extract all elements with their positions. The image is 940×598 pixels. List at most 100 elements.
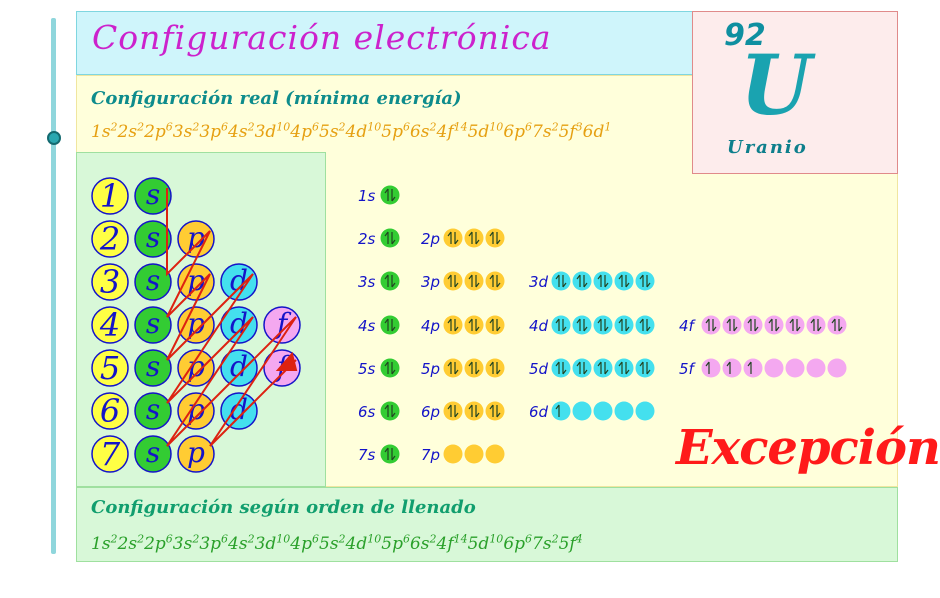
orbital-circle (485, 315, 505, 335)
orbital-circle (464, 271, 484, 291)
orbital-circle (572, 401, 592, 421)
level-number: 3 (100, 263, 120, 301)
orbital-circle (593, 315, 613, 335)
subshell-letter: p (187, 221, 205, 254)
orbital-label: 6s (358, 403, 376, 421)
config-term: 5s2 (319, 120, 346, 142)
electron-up (468, 361, 473, 374)
electron-down (496, 405, 501, 418)
orbital-label: 2p (421, 230, 440, 248)
level-circle (91, 349, 129, 387)
orbital-circle (593, 401, 613, 421)
electron-down (625, 275, 630, 288)
config-term: 4p6 (290, 120, 319, 142)
orbital-circle (764, 358, 784, 378)
arrow-head (275, 351, 298, 371)
electron-up (384, 361, 389, 374)
config-term: 7s2 (532, 532, 559, 554)
orbital-circle (593, 358, 613, 378)
electron-down (496, 319, 501, 332)
subshell-circle (177, 435, 215, 473)
subshell-letter: p (187, 264, 205, 297)
config-term: 1s2 (91, 532, 118, 554)
electron-down (475, 362, 480, 375)
electron-down (391, 275, 396, 288)
orbital-label: 4f (679, 317, 697, 335)
config-term: 2s2 (117, 120, 145, 142)
subshell-circle (134, 349, 172, 387)
electron-down (391, 448, 396, 461)
electron-up (384, 447, 389, 460)
orbital-label: 4s (358, 317, 376, 335)
electron-down (391, 405, 396, 418)
orbital-circle (443, 444, 463, 464)
page-title: Configuración electrónica (92, 18, 552, 57)
orbital-circle (701, 358, 721, 378)
electron-down (625, 319, 630, 332)
orbital-circle (380, 271, 400, 291)
electron-up (639, 318, 644, 331)
electron-up (468, 404, 473, 417)
orbital-circle (806, 358, 826, 378)
electron-up (384, 404, 389, 417)
electron-down (475, 319, 480, 332)
electron-up (705, 361, 710, 374)
electron-down (796, 319, 801, 332)
config-term: 5p6 (381, 532, 410, 554)
subshell-circle (220, 349, 258, 387)
electron-up (468, 318, 473, 331)
electron-up (555, 404, 560, 417)
electron-down (496, 362, 501, 375)
orbital-circle (551, 315, 571, 335)
electron-up (576, 361, 581, 374)
orbital-circle (701, 315, 721, 335)
electron-down (496, 232, 501, 245)
orbital-circle (443, 401, 463, 421)
electron-up (447, 231, 452, 244)
electron-up (768, 318, 773, 331)
orbital-circle (485, 401, 505, 421)
orbital-circle (827, 315, 847, 335)
config-term: 3p6 (199, 120, 229, 142)
config-term: 3d10 (254, 120, 291, 142)
slider-handle[interactable] (47, 131, 61, 145)
electron-up (705, 318, 710, 331)
level-number: 5 (100, 349, 120, 387)
orbital-circle (464, 228, 484, 248)
electron-down (646, 362, 651, 375)
electron-up (384, 231, 389, 244)
config-term: 3d10 (254, 532, 291, 554)
config-term: 3s2 (172, 120, 200, 142)
electron-down (562, 362, 567, 375)
config-term: 5d10 (467, 532, 504, 554)
subshell-letter: s (146, 307, 160, 340)
subshell-circle (177, 392, 215, 430)
config-term: 4f14 (436, 532, 468, 554)
electron-down (604, 275, 609, 288)
orbital-circle (635, 358, 655, 378)
orbital-circle (551, 271, 571, 291)
electron-down (454, 232, 459, 245)
electron-down (454, 362, 459, 375)
config-term: 7s2 (532, 120, 559, 142)
level-circle (91, 392, 129, 430)
orbital-circle (635, 401, 655, 421)
orbital-label: 4d (529, 317, 549, 335)
orbital-circle (380, 444, 400, 464)
electron-down (733, 319, 738, 332)
slider-track[interactable] (51, 18, 56, 554)
element-name: Uranio (727, 137, 808, 158)
exception-label: Excepción (676, 420, 940, 476)
config-term: 4s2 (228, 532, 255, 554)
orbital-circle (551, 358, 571, 378)
orbital-circle (551, 401, 571, 421)
real-config-title: Configuración real (mínima energía) (91, 88, 462, 109)
electron-up (597, 274, 602, 287)
subshell-letter: s (146, 393, 160, 426)
config-term: 5f4 (558, 532, 583, 554)
electron-up (489, 274, 494, 287)
orbital-circle (464, 444, 484, 464)
subshell-circle (134, 177, 172, 215)
orbital-circle (443, 358, 463, 378)
